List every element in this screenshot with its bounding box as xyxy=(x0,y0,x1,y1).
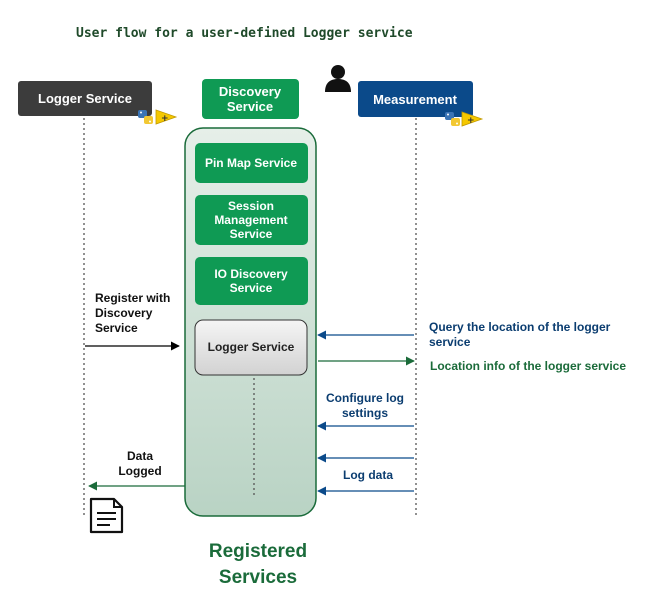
logger-service-label: Logger Service xyxy=(38,91,132,106)
query-label-line2: service xyxy=(429,335,471,349)
session-management-label-line2: Management xyxy=(214,213,287,227)
discovery-service-label-line2: Service xyxy=(227,99,273,114)
registered-logger-service-box: Logger Service xyxy=(194,319,308,376)
diagram-title: User flow for a user-defined Logger serv… xyxy=(76,26,413,41)
measurement-header: Measurement xyxy=(358,81,473,117)
data-logged-label-line1: Data xyxy=(127,449,153,463)
register-label-line3: Service xyxy=(95,321,138,335)
registered-logger-service-label: Logger Service xyxy=(208,340,295,354)
query-label-line1: Query the location of the logger xyxy=(429,320,611,334)
discovery-service-label-line1: Discovery xyxy=(219,84,282,99)
location-info-label: Location info of the logger service xyxy=(430,359,626,373)
data-logged-label-line2: Logged xyxy=(118,464,161,478)
svg-text:+: + xyxy=(467,116,475,126)
register-label: Register with Discovery Service xyxy=(95,291,170,335)
labview-icon: + xyxy=(461,111,484,127)
svg-text:+: + xyxy=(161,114,169,124)
logger-service-header: Logger Service xyxy=(18,81,152,116)
io-discovery-service-box: IO Discovery Service xyxy=(195,257,308,305)
user-icon xyxy=(325,65,351,92)
io-discovery-label-line2: Service xyxy=(230,281,273,295)
labview-icon: + xyxy=(155,109,178,125)
python-icon xyxy=(445,112,460,126)
io-discovery-label-line1: IO Discovery xyxy=(214,267,288,281)
log-data-label: Log data xyxy=(343,468,393,482)
register-label-line1: Register with xyxy=(95,291,170,305)
discovery-service-header: Discovery Service xyxy=(202,79,299,119)
measurement-label: Measurement xyxy=(373,92,457,107)
configure-label-line1: Configure log xyxy=(326,391,404,405)
pin-map-service-box: Pin Map Service xyxy=(195,143,308,183)
session-management-label-line1: Session xyxy=(228,199,274,213)
session-management-service-box: Session Management Service xyxy=(195,195,308,245)
document-icon xyxy=(89,497,124,534)
session-management-label-line3: Service xyxy=(230,227,273,241)
pin-map-service-label: Pin Map Service xyxy=(205,156,297,170)
python-icon xyxy=(138,110,153,124)
registered-services-caption-line1: Registered xyxy=(209,541,307,562)
configure-label-line2: settings xyxy=(342,406,388,420)
registered-services-caption-line2: Services xyxy=(219,567,297,588)
register-label-line2: Discovery xyxy=(95,306,153,320)
